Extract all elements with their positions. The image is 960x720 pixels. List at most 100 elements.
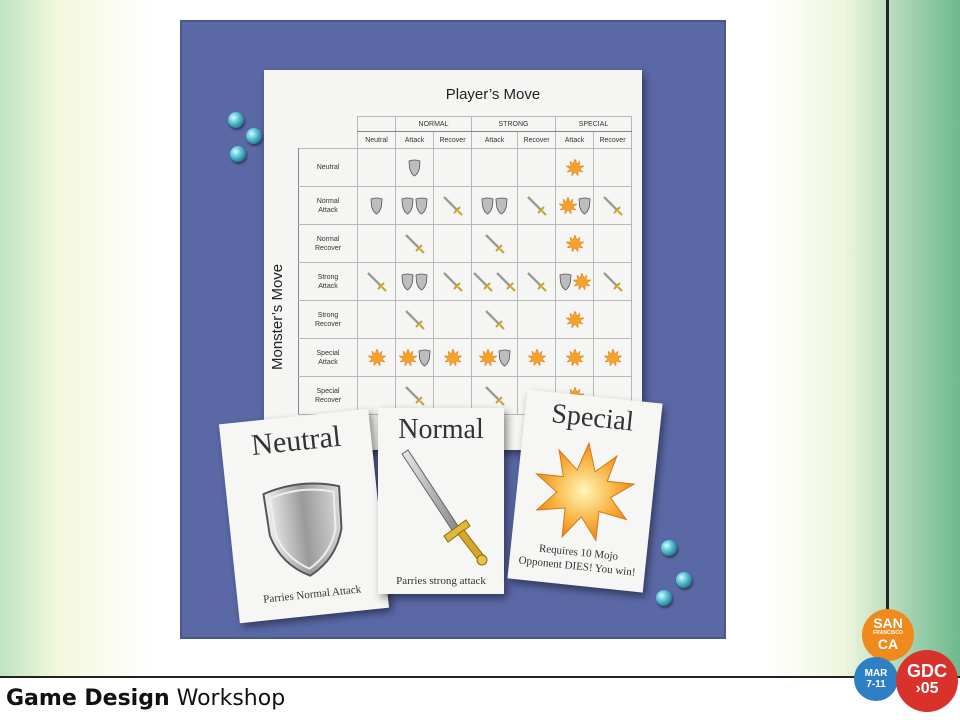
slide-divider-vertical — [886, 0, 889, 678]
cell-icons — [556, 263, 593, 300]
column-header: Neutral — [357, 131, 396, 149]
cell-icons — [434, 339, 471, 376]
cell-icons — [518, 149, 555, 186]
matrix-cell — [555, 224, 594, 263]
neutral-card-title: Neutral — [249, 419, 343, 463]
matrix-cell — [395, 186, 434, 225]
matrix-row: Neutral — [298, 148, 632, 187]
normal-card-caption: Parries strong attack — [396, 575, 486, 587]
sword-icon — [526, 195, 547, 216]
star-burst-icon — [558, 196, 577, 215]
neutral-card-caption: Parries Normal Attack — [262, 583, 362, 606]
star-burst-icon — [572, 272, 591, 291]
normal-card-title: Normal — [398, 414, 484, 445]
row-label-line-2: Recover — [314, 244, 342, 252]
cell-icons — [472, 263, 517, 300]
matrix-cell — [471, 148, 518, 187]
matrix-cell — [517, 224, 556, 263]
matrix-cell — [395, 224, 434, 263]
column-header: Recover — [517, 131, 556, 149]
normal-card: Normal Parries strong attack — [378, 408, 504, 594]
cell-icons — [396, 339, 433, 376]
cell-icons — [358, 225, 395, 262]
bead-icon — [676, 572, 692, 588]
sword-icon — [484, 309, 505, 330]
move-matrix-table: NORMAL STRONG SPECIAL Neutral Attack Rec… — [298, 116, 632, 415]
matrix-cell — [395, 262, 434, 301]
star-burst-icon — [565, 310, 584, 329]
matrix-cell — [433, 300, 472, 339]
sword-icon — [602, 271, 623, 292]
matrix-cell — [395, 338, 434, 377]
sword-icon — [484, 385, 505, 406]
bead-icon — [228, 112, 244, 128]
star-burst-icon — [565, 348, 584, 367]
row-label-line-2: Attack — [318, 282, 338, 290]
matrix-cell — [433, 262, 472, 301]
matrix-cell — [593, 300, 632, 339]
cell-icons — [472, 377, 517, 414]
cell-icons — [396, 263, 433, 300]
shield-icon — [401, 197, 414, 214]
cell-icons — [518, 263, 555, 300]
cell-icons — [556, 301, 593, 338]
matrix-cell — [555, 338, 594, 377]
slide-divider-horizontal — [0, 676, 960, 678]
cell-icons — [396, 187, 433, 224]
matrix-cell — [395, 148, 434, 187]
cell-icons — [472, 339, 517, 376]
logo-city-2: FRANCISCO — [873, 630, 903, 636]
footer-title-bold: Game Design — [6, 686, 170, 711]
matrix-title: Player’s Move — [445, 86, 541, 103]
row-label-line-2: Attack — [318, 358, 338, 366]
matrix-cell — [517, 148, 556, 187]
cell-icons — [594, 263, 631, 300]
matrix-cell — [593, 186, 632, 225]
matrix-cell — [471, 300, 518, 339]
sword-icon — [496, 271, 516, 292]
matrix-cell — [471, 224, 518, 263]
logo-brand: GDC — [907, 661, 947, 681]
row-label-line-1: Special — [316, 387, 340, 395]
matrix-cell — [555, 148, 594, 187]
shield-icon — [481, 197, 494, 214]
cell-icons — [594, 187, 631, 224]
cell-icons — [518, 225, 555, 262]
shield-icon — [498, 349, 510, 366]
matrix-cell — [517, 300, 556, 339]
cell-icons — [434, 301, 471, 338]
star-burst-icon — [527, 348, 546, 367]
cell-icons — [434, 225, 471, 262]
star-burst-icon — [367, 348, 386, 367]
column-header: Attack — [555, 131, 594, 149]
cell-icons — [594, 339, 631, 376]
matrix-cell — [357, 338, 396, 377]
cell-icons — [556, 187, 593, 224]
cell-icons — [556, 149, 593, 186]
matrix-side-label: Monster’s Move — [269, 263, 286, 370]
star-burst-icon — [565, 158, 584, 177]
footer-bar — [0, 678, 960, 720]
logo-year: ›05 — [915, 680, 939, 697]
shield-icon — [370, 197, 383, 214]
matrix-cell — [357, 262, 396, 301]
sword-icon — [404, 233, 425, 254]
logo-dates-circle: MAR 7-11 — [854, 657, 898, 701]
column-header: Attack — [395, 131, 434, 149]
sword-icon — [366, 271, 387, 292]
logo-city-3: CA — [877, 636, 899, 652]
matrix-cell — [471, 338, 518, 377]
star-burst-icon — [443, 348, 462, 367]
cell-icons — [472, 187, 517, 224]
shield-icon — [408, 159, 421, 176]
row-label-line-2: Recover — [314, 396, 342, 404]
cell-icons — [594, 301, 631, 338]
move-matrix-sheet: Player’s Move Monster’s Move NORMAL STRO… — [264, 70, 642, 450]
matrix-cell — [357, 224, 396, 263]
sword-icon — [404, 385, 425, 406]
row-label-line-2: Attack — [318, 206, 338, 214]
